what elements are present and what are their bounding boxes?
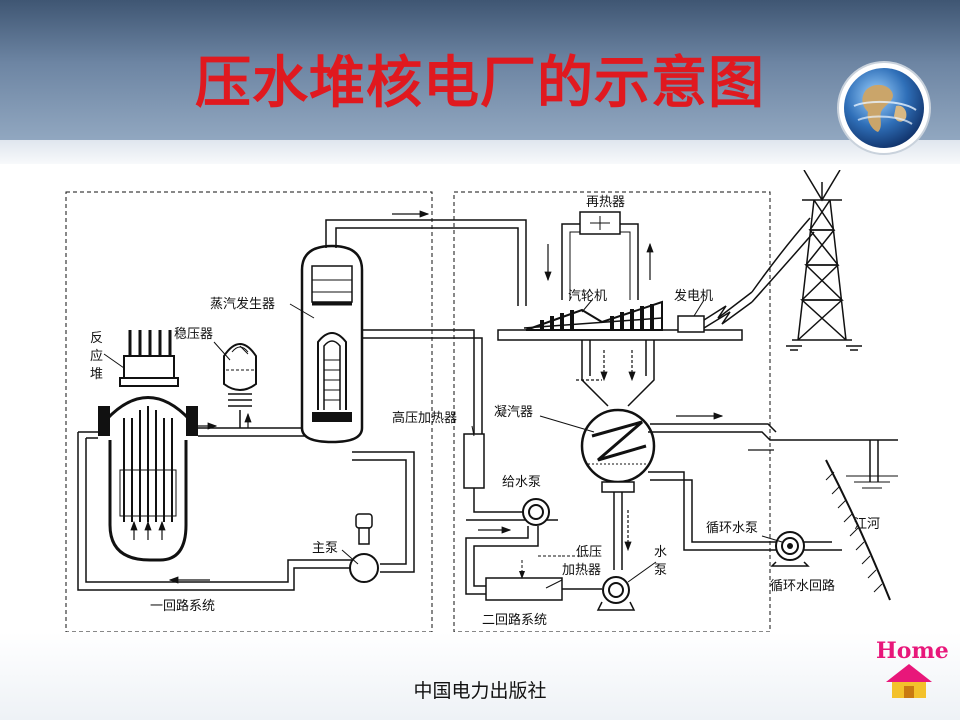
condenser [580, 408, 656, 493]
river-bank [825, 459, 898, 601]
label-circ-loop: 循环水回路 [770, 578, 835, 594]
slide-header [0, 0, 960, 140]
feed-water-pump [522, 498, 550, 526]
generator [677, 291, 753, 333]
label-reheater: 再热器 [586, 195, 625, 210]
globe-icon [836, 60, 932, 156]
water-pump [596, 576, 636, 611]
turbine-exhaust [581, 340, 655, 407]
label-lp-heater-1: 低压 [576, 545, 602, 560]
home-icon [886, 664, 932, 698]
pwr-plant-diagram: 再热器 汽轮机 发电机 蒸汽发生器 稳压器 反 应 堆 高压加热器 凝汽器 给水… [62, 170, 898, 640]
leader-lines [103, 299, 783, 589]
primary-flow-arrow [168, 422, 218, 584]
home-label: Home [876, 638, 949, 664]
circulating-water-pump [770, 531, 810, 567]
label-generator: 发电机 [674, 288, 713, 304]
exhaust-arrows [576, 350, 636, 382]
label-reactor-1: 反 [90, 331, 103, 346]
home-button[interactable]: Home [876, 638, 949, 702]
steam-generator [300, 244, 364, 444]
header-band [0, 140, 960, 164]
pressurizer [223, 343, 257, 428]
label-steam-generator: 蒸汽发生器 [210, 296, 275, 312]
label-river: 江河 [854, 517, 880, 532]
main-coolant-pump [349, 513, 379, 583]
reactor-vessel [98, 330, 198, 562]
slide-title: 压水堆核电厂的示意图 [195, 51, 765, 116]
diagram-labels: 再热器 汽轮机 发电机 蒸汽发生器 稳压器 反 应 堆 高压加热器 凝汽器 给水… [90, 195, 880, 628]
label-primary-loop: 一回路系统 [150, 598, 215, 614]
main-steam-line [325, 219, 527, 306]
low-pressure-heater [485, 555, 602, 601]
label-pressurizer: 稳压器 [174, 326, 213, 342]
label-lp-heater-2: 加热器 [562, 563, 601, 578]
label-feed-pump: 给水泵 [502, 475, 541, 490]
steam-turbine [497, 300, 743, 341]
publisher-footer: 中国电力出版社 [413, 680, 547, 702]
label-condenser: 凝汽器 [494, 404, 533, 420]
label-secondary-loop: 二回路系统 [482, 612, 547, 628]
label-water-pump-1: 水 [654, 545, 667, 560]
label-main-pump: 主泵 [312, 541, 338, 556]
label-water-pump-2: 泵 [654, 563, 667, 578]
circulating-water-loop [648, 423, 898, 551]
condensate-line [613, 492, 623, 570]
high-pressure-heater [463, 433, 485, 489]
label-reactor-2: 应 [90, 348, 103, 364]
label-hp-heater: 高压加热器 [392, 410, 457, 426]
footer-background [0, 632, 960, 720]
label-turbine: 汽轮机 [568, 289, 607, 304]
label-reactor-3: 堆 [90, 367, 103, 382]
label-circ-pump: 循环水泵 [706, 521, 758, 536]
feedwater-piping [362, 329, 558, 595]
reheater [544, 211, 654, 300]
transmission-tower [751, 170, 862, 351]
